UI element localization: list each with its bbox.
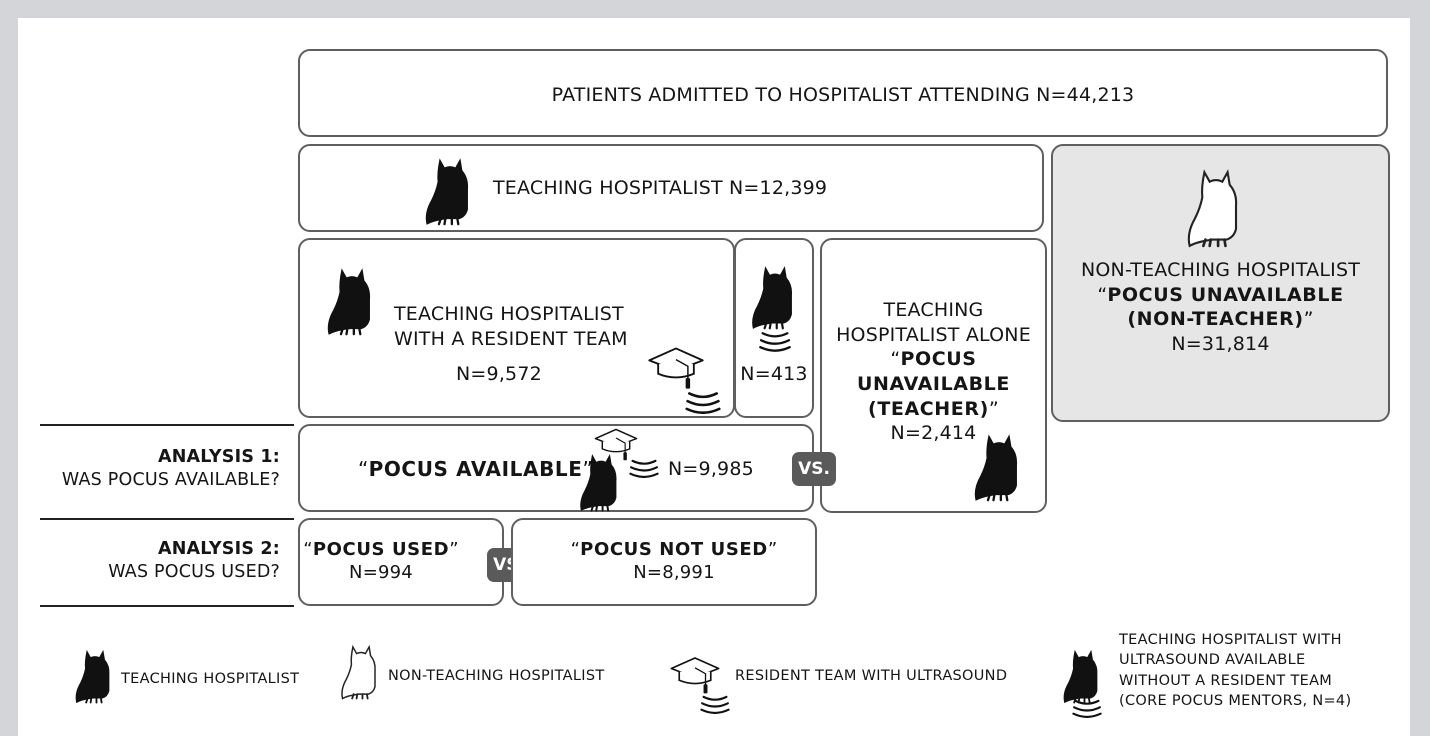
- analysis2-label: ANALYSIS 2: WAS POCUS USED?: [108, 538, 280, 584]
- pocus-used-text: “POCUS USED” N=994: [260, 538, 502, 585]
- non-teaching-count: N=31,814: [1171, 333, 1270, 356]
- pocus-available-box: “POCUS AVAILABLE” N=9,985: [298, 424, 814, 512]
- non-teaching-box: NON-TEACHING HOSPITALIST “POCUS UNAVAILA…: [1051, 144, 1390, 422]
- pocus-used-box: “POCUS USED” N=994: [298, 518, 504, 606]
- owl-black-icon: [748, 264, 802, 330]
- graduation-cap-icon: [635, 344, 717, 396]
- resident-team-line1: TEACHING HOSPITALIST: [394, 303, 624, 325]
- teaching-hospitalist-box: TEACHING HOSPITALIST N=12,399: [298, 144, 1044, 232]
- analysis1-label: ANALYSIS 1: WAS POCUS AVAILABLE?: [62, 446, 280, 492]
- legend-owl-outline-icon: [338, 644, 384, 700]
- teaching-alone-status3: (TEACHER)”: [868, 397, 999, 420]
- owl-outline-icon: [1184, 168, 1248, 248]
- analysis1-title: ANALYSIS 1:: [157, 447, 280, 467]
- non-teaching-line1: NON-TEACHING HOSPITALIST: [1080, 259, 1361, 281]
- legend-owl-black-mentor-icon: [1060, 648, 1106, 704]
- all-patients-label: PATIENTS ADMITTED TO HOSPITALIST ATTENDI…: [551, 84, 1135, 106]
- pocus-used-label: “POCUS USED”: [303, 539, 459, 560]
- all-patients-box: PATIENTS ADMITTED TO HOSPITALIST ATTENDI…: [298, 49, 1388, 137]
- ultrasound-probe-icon: [683, 390, 723, 414]
- legend-mentor-text: TEACHING HOSPITALIST WITH ULTRASOUND AVA…: [1119, 630, 1351, 711]
- core-mentors-box: N=413: [734, 238, 814, 418]
- non-teaching-text: NON-TEACHING HOSPITALIST “POCUS UNAVAILA…: [1053, 258, 1388, 357]
- owl-black-icon: [970, 432, 1028, 502]
- teaching-alone-line2: HOSPITALIST ALONE: [836, 323, 1031, 346]
- teaching-alone-status2: UNAVAILABLE: [857, 373, 1010, 396]
- non-teaching-status-line2: (NON-TEACHER)”: [1127, 308, 1314, 331]
- owl-black-icon: [422, 156, 478, 226]
- legend-mentor-line2: ULTRASOUND AVAILABLE: [1119, 652, 1306, 669]
- legend-teaching-label: TEACHING HOSPITALIST: [121, 671, 300, 687]
- legend-non-teaching-label: NON-TEACHING HOSPITALIST: [388, 668, 605, 684]
- pocus-available-count: N=9,985: [668, 458, 754, 480]
- analysis2-bottom-rule: [40, 605, 294, 607]
- pocus-not-used-label: “POCUS NOT USED”: [570, 539, 778, 560]
- legend-ultrasound-probe-icon: [698, 694, 732, 714]
- teaching-alone-text: TEACHING HOSPITALIST ALONE “POCUS UNAVAI…: [822, 298, 1045, 446]
- legend-mentor-ultrasound-icon: [1070, 698, 1104, 718]
- core-mentors-count: N=413: [740, 363, 808, 385]
- resident-team-line2: WITH A RESIDENT TEAM: [394, 327, 628, 350]
- legend-resident-label: RESIDENT TEAM WITH ULTRASOUND: [735, 668, 1008, 684]
- legend-mentor-line3: WITHOUT A RESIDENT TEAM: [1119, 672, 1333, 689]
- ultrasound-probe-icon: [628, 458, 660, 478]
- teaching-alone-count: N=2,414: [890, 422, 977, 445]
- analysis1-question: WAS POCUS AVAILABLE?: [61, 469, 280, 490]
- non-teaching-status-line1: “POCUS UNAVAILABLE: [1097, 283, 1344, 306]
- pocus-available-label: “POCUS AVAILABLE”: [358, 457, 594, 481]
- ultrasound-probe-icon: [758, 330, 792, 352]
- legend-mentor-line4: (CORE POCUS MENTORS, N=4): [1119, 692, 1352, 709]
- owl-black-icon: [324, 266, 380, 336]
- resident-team-box: TEACHING HOSPITALIST WITH A RESIDENT TEA…: [298, 238, 735, 418]
- legend-owl-black-icon: [72, 648, 118, 704]
- pocus-not-used-text: “POCUS NOT USED” N=8,991: [533, 538, 815, 585]
- teaching-alone-status1: “POCUS: [890, 348, 977, 371]
- legend-mentor-line1: TEACHING HOSPITALIST WITH: [1119, 632, 1342, 648]
- teaching-alone-line1: TEACHING: [883, 299, 984, 321]
- teaching-hospitalist-label: TEACHING HOSPITALIST N=12,399: [493, 177, 828, 199]
- resident-team-text: TEACHING HOSPITALIST WITH A RESIDENT TEA…: [394, 302, 628, 351]
- teaching-alone-box: TEACHING HOSPITALIST ALONE “POCUS UNAVAI…: [820, 238, 1047, 513]
- pocus-not-used-box: “POCUS NOT USED” N=8,991: [511, 518, 817, 606]
- resident-team-count: N=9,572: [456, 363, 542, 385]
- pocus-used-count: N=994: [349, 562, 413, 584]
- diagram-canvas: PATIENTS ADMITTED TO HOSPITALIST ATTENDI…: [18, 18, 1410, 736]
- analysis2-question: WAS POCUS USED?: [108, 561, 280, 582]
- pocus-not-used-count: N=8,991: [633, 562, 715, 584]
- analysis1-top-rule: [40, 424, 294, 426]
- analysis1-bottom-rule: [40, 518, 294, 520]
- vs-badge-analysis1: VS.: [792, 452, 836, 486]
- analysis2-title: ANALYSIS 2:: [157, 539, 280, 559]
